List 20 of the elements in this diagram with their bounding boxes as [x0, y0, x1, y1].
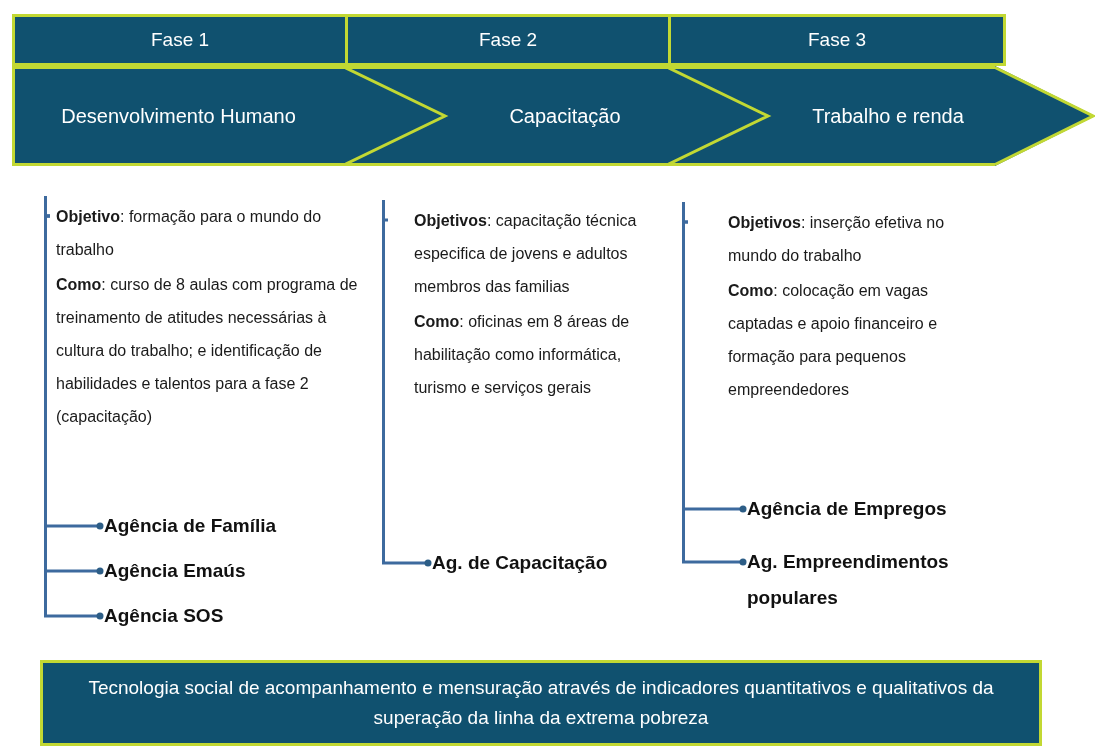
agency-label: Ag. de Capacitação	[432, 545, 672, 581]
agency-label: Agência de Empregos	[747, 491, 997, 527]
agency-label: Agência Emaús	[104, 553, 364, 589]
chevron-arrow: Capacitação	[345, 66, 668, 166]
agency-label: Agência SOS	[104, 598, 364, 634]
description-text: Como: curso de 8 aulas com programa de treinamento de atitudes necessárias à cultura do trabalho; e identificação de habilidades e talentos para a fase 2 (capacitação)	[56, 275, 359, 427]
description-text: Objetivo: formação para o mundo do trabalho	[56, 207, 323, 260]
chevron-arrow: Desenvolvimento Humano	[12, 66, 345, 166]
description-text: Como: oficinas em 8 áreas de habilitação como informática, turismo e serviços gerais	[414, 312, 631, 398]
agency-label: Agência de Família	[104, 508, 364, 544]
agency-label: Ag. Empreendimentos populares	[747, 544, 997, 616]
description-text: Como: colocação em vagas captadas e apoio financeiro e formação para pequenos empreendedores	[728, 281, 939, 400]
phase-header: Fase 3	[668, 14, 1006, 66]
connector-line	[382, 198, 432, 567]
phase-header: Fase 2	[345, 14, 671, 66]
description-text: Objetivos: capacitação técnica especifica de jovens e adultos membros das familias	[414, 211, 638, 297]
phase-header: Fase 1	[12, 14, 348, 66]
chevron-arrow: Trabalho e renda	[668, 66, 1095, 166]
footer-banner: Tecnologia social de acompanhamento e mensuração através de indicadores quantitativos e qualitativos da superação da linha da extrema pobreza	[40, 660, 1042, 746]
description-text: Objetivos: inserção efetiva no mundo do trabalho	[728, 213, 946, 266]
